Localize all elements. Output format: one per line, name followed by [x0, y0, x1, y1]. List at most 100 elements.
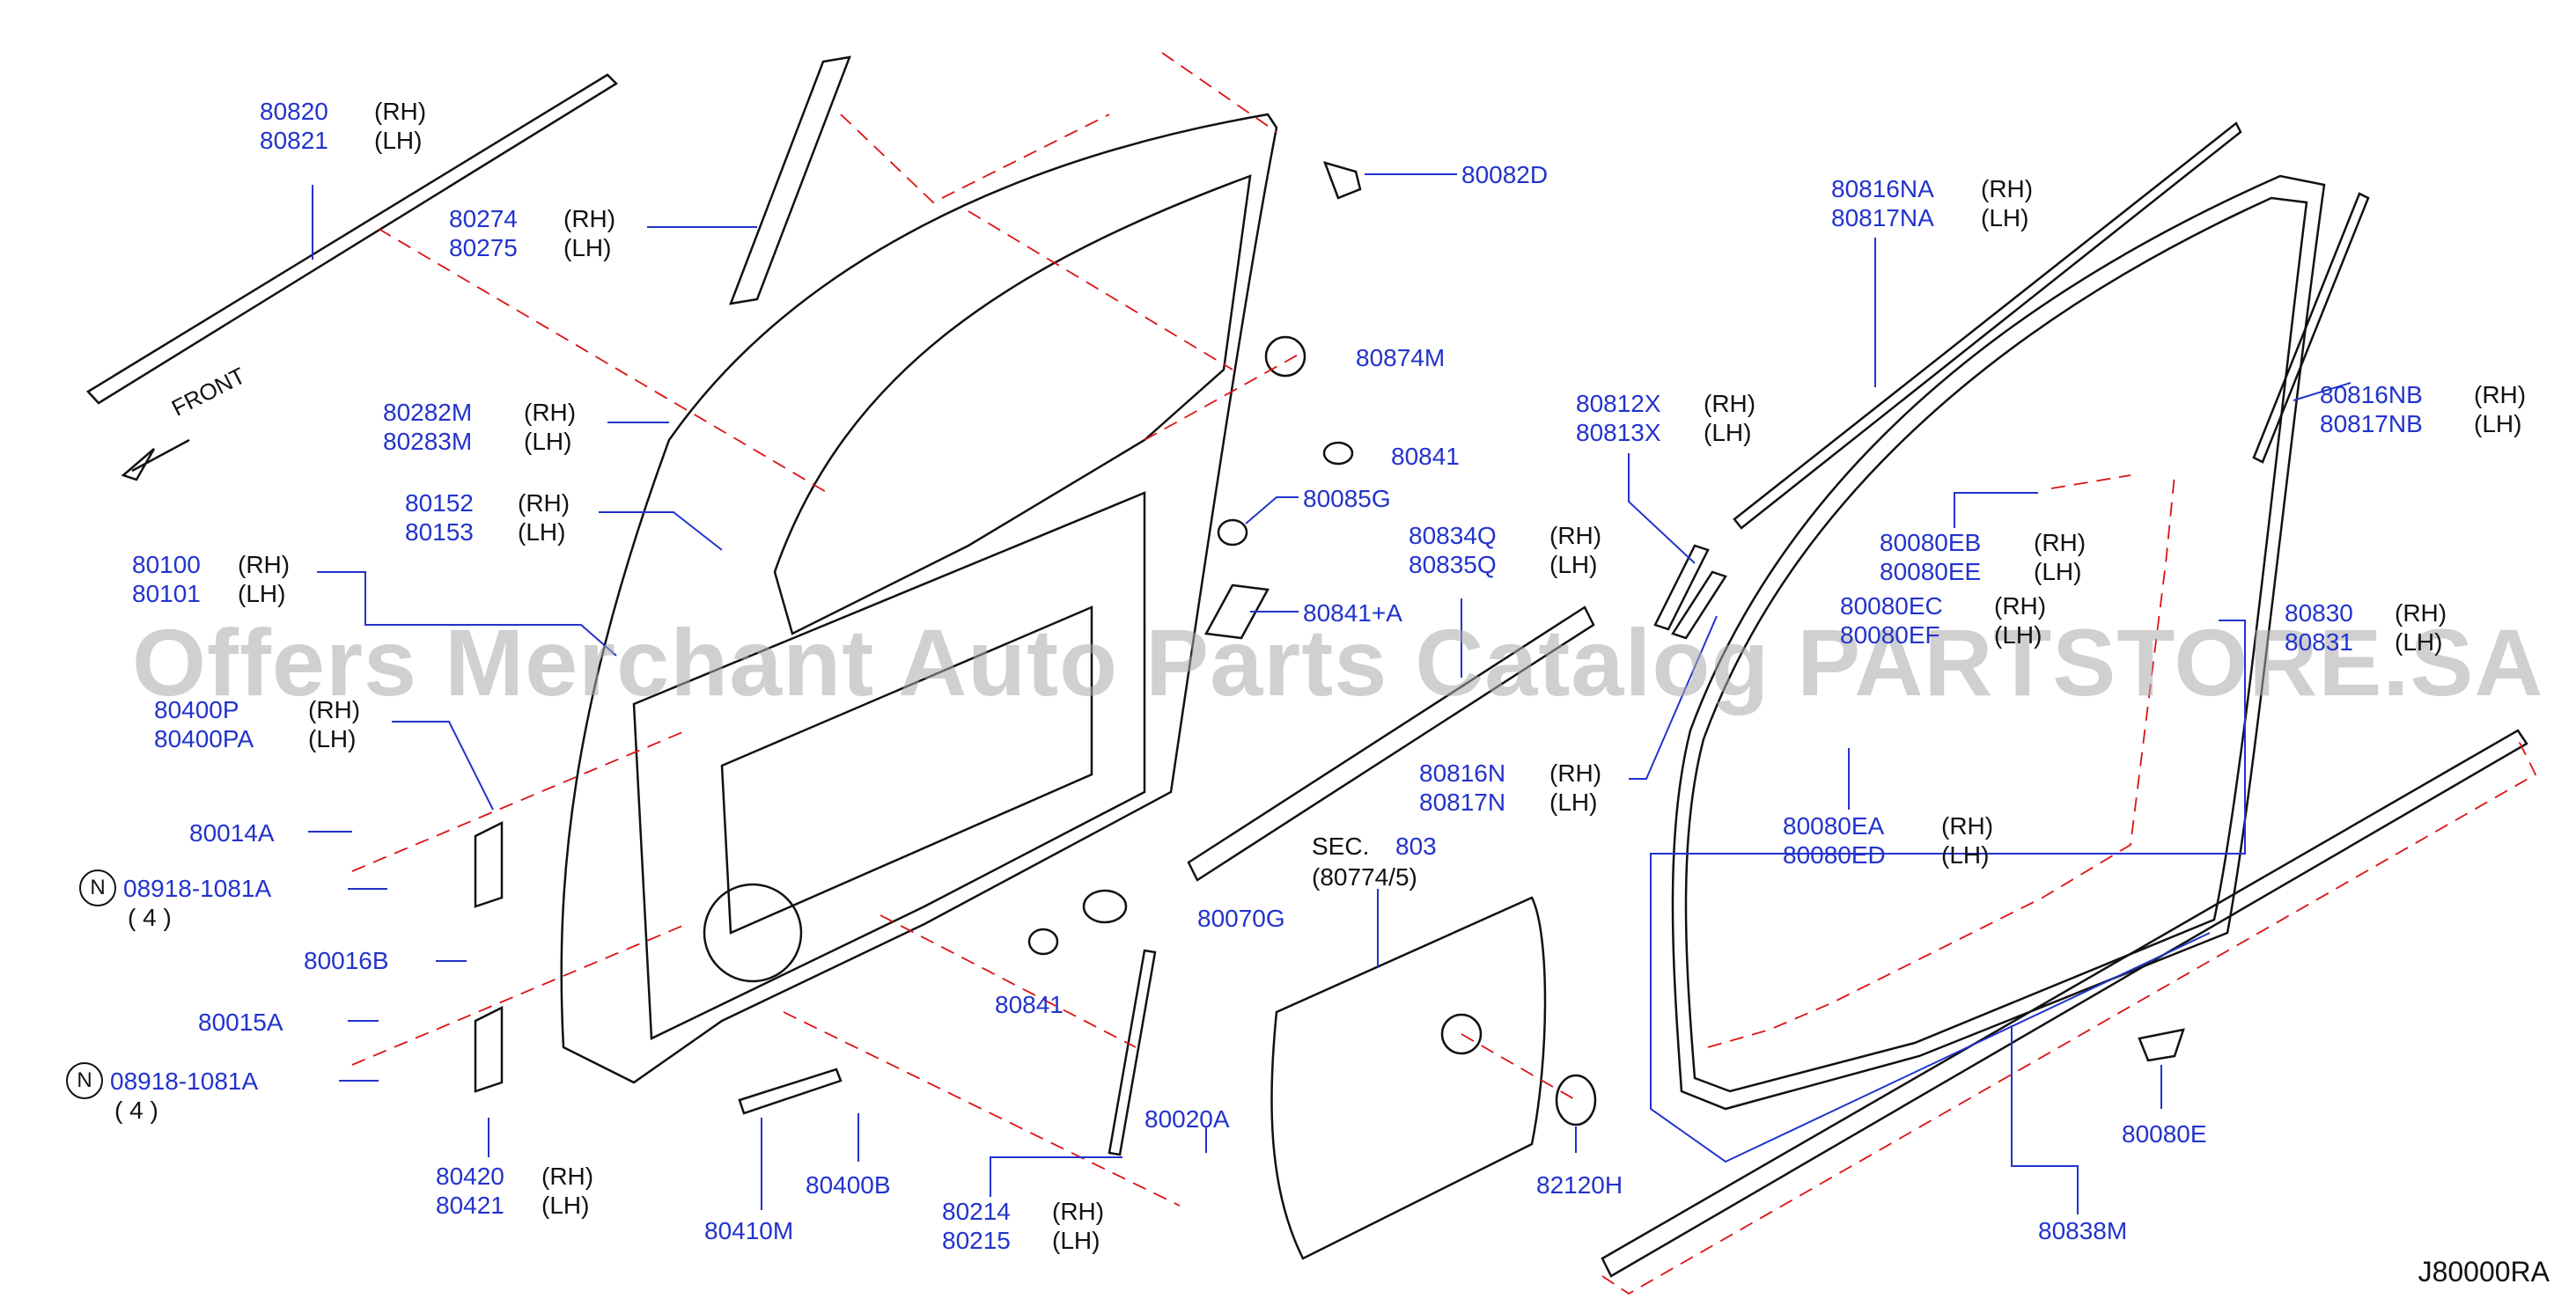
inner-weatherstrip-80834q — [1187, 605, 1595, 882]
part-label-80816n[interactable]: 80816N — [1419, 759, 1506, 787]
clip-80082d — [1322, 161, 1362, 200]
part-label-80841-plus-a[interactable]: 80841+A — [1303, 599, 1402, 627]
speaker-hole — [703, 883, 803, 983]
part-label-80874m[interactable]: 80874M — [1356, 344, 1446, 371]
door-inner-opening — [720, 605, 1093, 935]
part-label-80821[interactable]: 80821 — [260, 127, 328, 154]
leader-80816n — [1629, 615, 1718, 780]
part-label-80838m[interactable]: 80838M — [2038, 1217, 2128, 1244]
part-label-80080ec[interactable]: 80080EC — [1840, 592, 1943, 620]
part-label-80070g[interactable]: 80070G — [1197, 905, 1285, 932]
part-label-80153[interactable]: 80153 — [405, 518, 474, 546]
check-link — [738, 1068, 843, 1115]
part-label-80410m[interactable]: 80410M — [704, 1217, 794, 1244]
part-label-80274[interactable]: 80274 — [449, 205, 518, 232]
part-label-80830[interactable]: 80830 — [2285, 599, 2353, 627]
door-inner-panel — [632, 491, 1146, 1040]
part-label-80835q[interactable]: 80835Q — [1409, 551, 1497, 578]
seal-80841a — [1204, 583, 1270, 640]
lower-hinge — [474, 1005, 504, 1093]
leader-80830 — [1650, 620, 2246, 1163]
part-label-80016b[interactable]: 80016B — [304, 947, 389, 974]
part-label-80282m[interactable]: 80282M — [383, 399, 473, 426]
part-label-80421[interactable]: 80421 — [436, 1192, 504, 1219]
part-label-82120h[interactable]: 82120H — [1536, 1171, 1623, 1199]
part-label-80014a[interactable]: 80014A — [189, 819, 275, 847]
side-label-rh: (RH) — [1941, 812, 1994, 840]
sec-number-link[interactable]: 803 — [1395, 833, 1437, 860]
grommet-80874m — [1264, 335, 1306, 378]
part-label-80817n[interactable]: 80817N — [1419, 789, 1506, 816]
part-label-80841-lower[interactable]: 80841 — [995, 991, 1064, 1018]
side-label-lh: (LH) — [1549, 551, 1598, 578]
part-label-80831[interactable]: 80831 — [2285, 628, 2353, 656]
part-label-80085g[interactable]: 80085G — [1303, 485, 1391, 512]
lower-molding-80838m — [1601, 729, 2528, 1278]
part-label-80816na[interactable]: 80816NA — [1831, 175, 1934, 202]
part-label-80400p[interactable]: 80400P — [154, 696, 239, 723]
guide-line-molding — [378, 228, 828, 494]
part-label-80082d[interactable]: 80082D — [1461, 161, 1549, 188]
front-arrow — [121, 438, 190, 481]
guide-line-clip — [2050, 474, 2131, 489]
part-label-80080ee[interactable]: 80080EE — [1880, 558, 1982, 585]
part-label-80214[interactable]: 80214 — [942, 1198, 1011, 1225]
screen-hole — [1440, 1013, 1483, 1055]
part-label-80152[interactable]: 80152 — [405, 489, 474, 517]
part-label-80841[interactable]: 80841 — [1391, 443, 1460, 470]
part-label-80420[interactable]: 80420 — [436, 1163, 504, 1190]
part-label-80817na[interactable]: 80817NA — [1831, 204, 1934, 231]
part-label-80080ef[interactable]: 80080EF — [1840, 621, 1940, 649]
guide-line-lower — [1601, 738, 2537, 1295]
part-label-80101[interactable]: 80101 — [132, 580, 201, 607]
side-label-lh: (LH) — [1052, 1227, 1100, 1254]
sash-tape-80813x — [1671, 570, 1727, 640]
leader-80214 — [990, 1156, 1122, 1197]
part-label-80834q[interactable]: 80834Q — [1409, 522, 1497, 549]
guide-line-window — [968, 210, 1233, 371]
sec-label: SEC. — [1312, 833, 1370, 860]
side-label-lh: (LH) — [238, 580, 286, 607]
side-label-lh: (LH) — [541, 1192, 590, 1219]
part-label-80400pa[interactable]: 80400PA — [154, 725, 254, 752]
part-label-80020a[interactable]: 80020A — [1144, 1105, 1230, 1133]
side-label-rh: (RH) — [238, 551, 291, 578]
side-label-rh: (RH) — [1994, 592, 2047, 620]
side-label-rh: (RH) — [541, 1163, 594, 1190]
diagram-code: J80000RA — [2418, 1256, 2550, 1288]
part-label-80080ed[interactable]: 80080ED — [1783, 841, 1886, 869]
part-label-80080eb[interactable]: 80080EB — [1880, 529, 1982, 556]
part-label-08918-1081a-lower[interactable]: 08918-1081A — [110, 1068, 259, 1095]
part-label-80400b[interactable]: 80400B — [806, 1171, 891, 1199]
part-label-08918-1081a[interactable]: 08918-1081A — [123, 875, 272, 902]
n-symbol-icon: N — [66, 1062, 103, 1099]
part-label-80817nb[interactable]: 80817NB — [2320, 410, 2423, 437]
side-label-rh: (RH) — [2395, 599, 2447, 627]
part-label-80812x[interactable]: 80812X — [1576, 390, 1661, 417]
side-label-lh: (LH) — [1704, 419, 1752, 446]
guide-line-check — [783, 1011, 1181, 1207]
side-label-lh: (LH) — [524, 428, 572, 455]
part-label-80215[interactable]: 80215 — [942, 1227, 1011, 1254]
bumper-80085g — [1217, 518, 1248, 547]
side-label-rh: (RH) — [563, 205, 616, 232]
leader-80080eb — [1954, 492, 2038, 528]
side-label-rh: (RH) — [1549, 522, 1602, 549]
part-label-80816nb[interactable]: 80816NB — [2320, 381, 2423, 408]
part-label-80275[interactable]: 80275 — [449, 234, 518, 261]
part-label-80080ea[interactable]: 80080EA — [1783, 812, 1885, 840]
part-label-80100[interactable]: 80100 — [132, 551, 201, 578]
side-label-rh: (RH) — [2034, 529, 2087, 556]
leader-80152 — [599, 511, 723, 551]
side-label-rh: (RH) — [374, 98, 427, 125]
part-label-80015a[interactable]: 80015A — [198, 1009, 283, 1036]
part-label-80813x[interactable]: 80813X — [1576, 419, 1661, 446]
plug-82120h — [1555, 1074, 1597, 1126]
part-label-80080e[interactable]: 80080E — [2122, 1120, 2207, 1148]
guide-line-grommet — [1144, 351, 1304, 441]
side-label-lh: (LH) — [1941, 841, 1990, 869]
door-weatherstrip-inner — [1684, 196, 2308, 1093]
part-label-80283m[interactable]: 80283M — [383, 428, 473, 455]
side-label-lh: (LH) — [2395, 628, 2443, 656]
part-label-80820[interactable]: 80820 — [260, 98, 328, 125]
